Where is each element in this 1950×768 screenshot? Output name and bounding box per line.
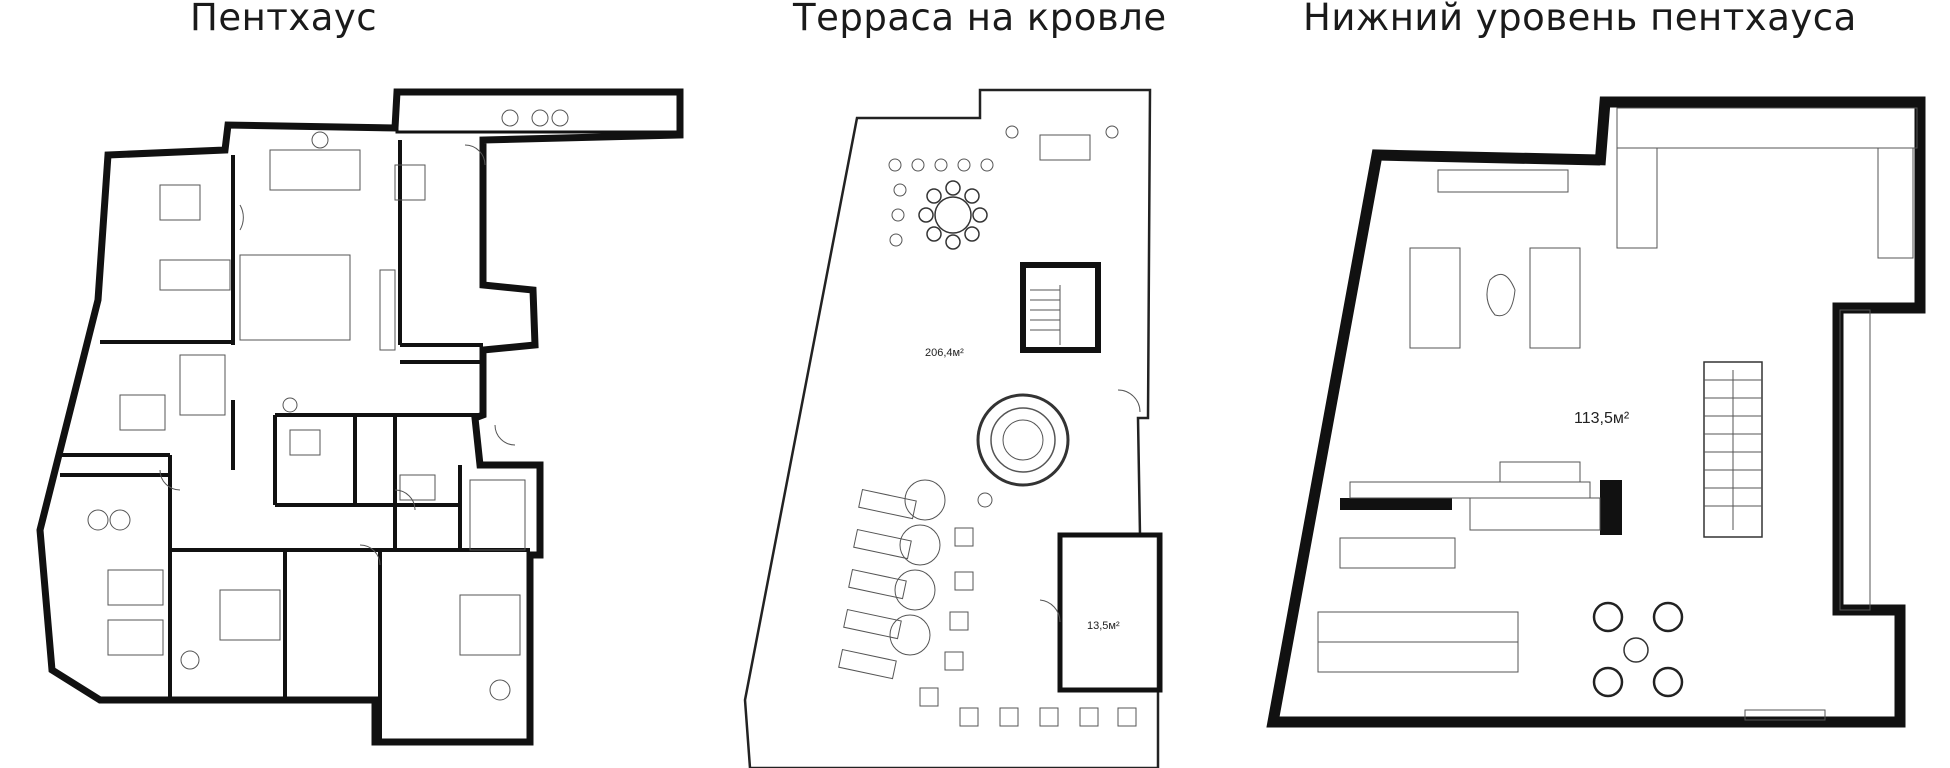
roof-planters	[888, 125, 1137, 727]
penthouse-furniture	[87, 109, 569, 701]
lower-level-plan	[1266, 96, 1926, 728]
roof-terrace-room-area: 13,5м²	[1087, 620, 1120, 632]
lower-level-table	[1623, 637, 1649, 663]
penthouse-balcony	[395, 90, 682, 134]
lower-level-partition	[1340, 498, 1452, 510]
roof-round-table	[934, 196, 972, 234]
lower-level-bar	[1317, 461, 1601, 673]
lower-level-staircase	[1703, 361, 1763, 538]
lower-level-main-area: 113,5м²	[1574, 410, 1630, 427]
roof-hot-tub	[976, 393, 1070, 487]
roof-terrace-main-area: 206,4м²	[925, 347, 964, 359]
lower-level-lounge	[1409, 169, 1581, 349]
roof-terrace-plan	[743, 88, 1163, 768]
lower-level-chairs	[1592, 601, 1684, 698]
lower-level-post	[1600, 480, 1622, 535]
lower-level-stair-treads	[1704, 370, 1762, 530]
roof-sofa	[1039, 134, 1091, 161]
lower-level-shelving	[1616, 107, 1918, 611]
lower-level-radiator	[1744, 709, 1826, 721]
roof-terrace-outline	[743, 88, 1160, 768]
plan-title-penthouse: Пентхаус	[190, 0, 378, 39]
penthouse-plan	[36, 88, 684, 746]
penthouse-doors	[159, 144, 516, 566]
roof-stair-treads	[1030, 285, 1061, 345]
roof-doors	[1039, 389, 1141, 623]
roof-table-chairs	[918, 180, 988, 250]
roof-sunbeds	[838, 479, 946, 680]
plan-title-roof-terrace: Терраса на кровле	[793, 0, 1167, 39]
roof-small-room	[1057, 532, 1163, 693]
plan-title-lower-level: Нижний уровень пентхауса	[1303, 0, 1857, 39]
roof-stair-core	[1020, 262, 1101, 353]
